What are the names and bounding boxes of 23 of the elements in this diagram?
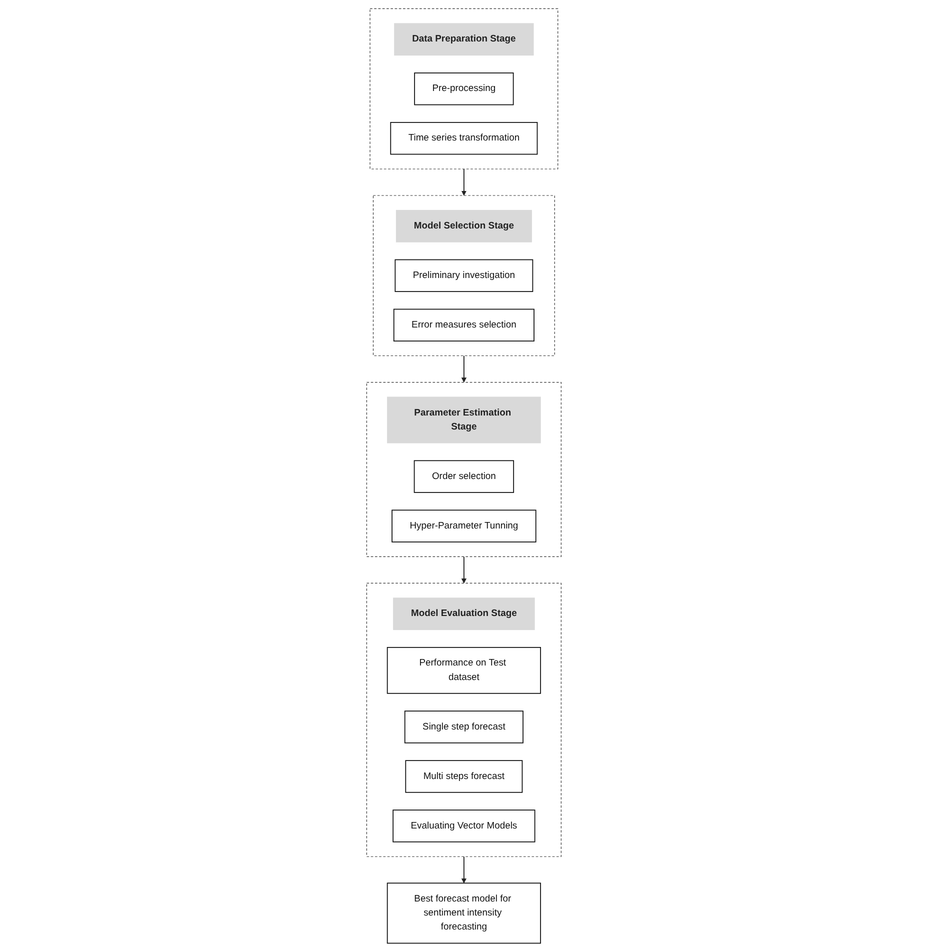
node-box: Parameter Estimation Stage xyxy=(387,396,541,444)
node-box: Pre-processing xyxy=(414,72,514,106)
cluster xyxy=(373,195,555,356)
node-box: Single step forecast xyxy=(404,710,524,744)
cluster xyxy=(366,382,562,558)
node-box: Error measures selection xyxy=(393,308,535,342)
node-box: Best forecast model for sentiment intensity forecasting xyxy=(386,882,542,944)
arrow xyxy=(461,856,467,884)
cluster xyxy=(370,8,558,170)
node-box: Multi steps forecast xyxy=(405,760,523,793)
node-box: Data Preparation Stage xyxy=(394,23,534,56)
node-box: Time series transformation xyxy=(390,122,538,155)
arrow xyxy=(461,556,467,584)
cluster xyxy=(366,582,562,857)
node-box: Preliminary investigation xyxy=(394,259,534,292)
node-box: Order selection xyxy=(414,460,514,493)
arrow xyxy=(461,168,467,196)
node-box: Model Evaluation Stage xyxy=(393,598,535,630)
node-box: Hyper-Parameter Tunning xyxy=(392,510,536,542)
node-box: Evaluating Vector Models xyxy=(392,810,536,842)
node-box: Performance on Test dataset xyxy=(386,647,542,694)
arrow xyxy=(461,355,467,383)
node-box: Model Selection Stage xyxy=(396,210,532,242)
